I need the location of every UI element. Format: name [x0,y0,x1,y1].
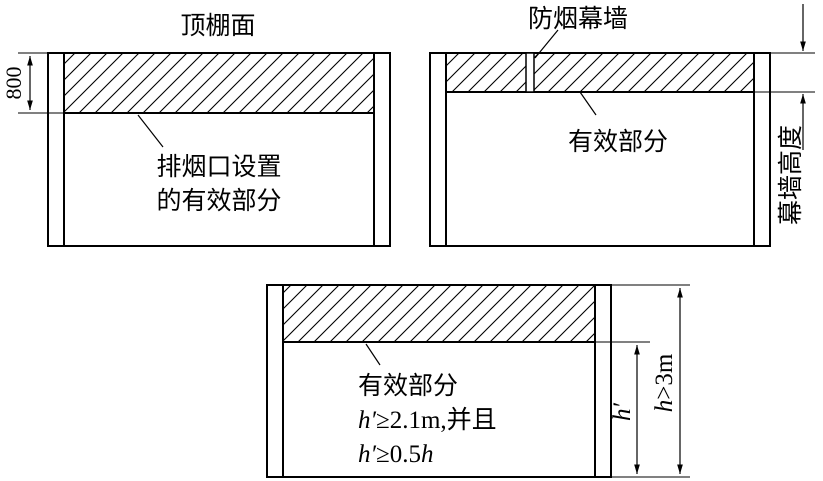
leader-line [579,91,597,116]
leader-line [365,343,381,366]
curtain-height-label: 幕墙高度 [776,125,805,225]
diagram-3: 有效部分 h′≥2.1m,并且 h′≥0.5h h′ h>3m [266,284,690,478]
condition-2-h: h [421,441,434,468]
dim-h-label: h>3m [651,353,678,412]
leader-line [137,114,164,148]
effective-label: 有效部分 [358,371,458,400]
dim-hprime-label: h′ [609,402,636,421]
room-outline [266,284,612,478]
dim-h-rest: >3m [651,353,678,400]
condition-2-var: h′ [358,441,377,468]
room-outline [429,52,771,247]
curtain-wall-label: 防烟幕墙 [528,4,628,33]
ceiling-label: 顶棚面 [180,11,255,40]
condition-2-mid: ≥0.5 [376,441,421,468]
room-outline [47,52,391,247]
smoke-zone-hatch [282,284,596,343]
effective-label-line2: 的有效部分 [156,186,281,215]
condition-1-rest: ≥2.1m,并且 [376,406,497,434]
diagram-1: 顶棚面 800 排烟口设置 的有效部分 [1,11,391,247]
smoke-zone-hatch [445,52,755,93]
diagram-2: 防烟幕墙 有效部分 幕墙高度 [429,4,815,247]
curtain-wall [525,52,535,93]
condition-1-var: h′ [358,407,377,434]
condition-1: h′≥2.1m,并且 [358,406,497,434]
dim-h-var: h [651,400,678,413]
dimension-800-label: 800 [1,67,26,100]
smoke-zone-hatch [63,52,375,114]
effective-label: 有效部分 [568,127,668,156]
condition-2: h′≥0.5h [358,441,433,468]
effective-label-line1: 排烟口设置 [156,152,281,181]
